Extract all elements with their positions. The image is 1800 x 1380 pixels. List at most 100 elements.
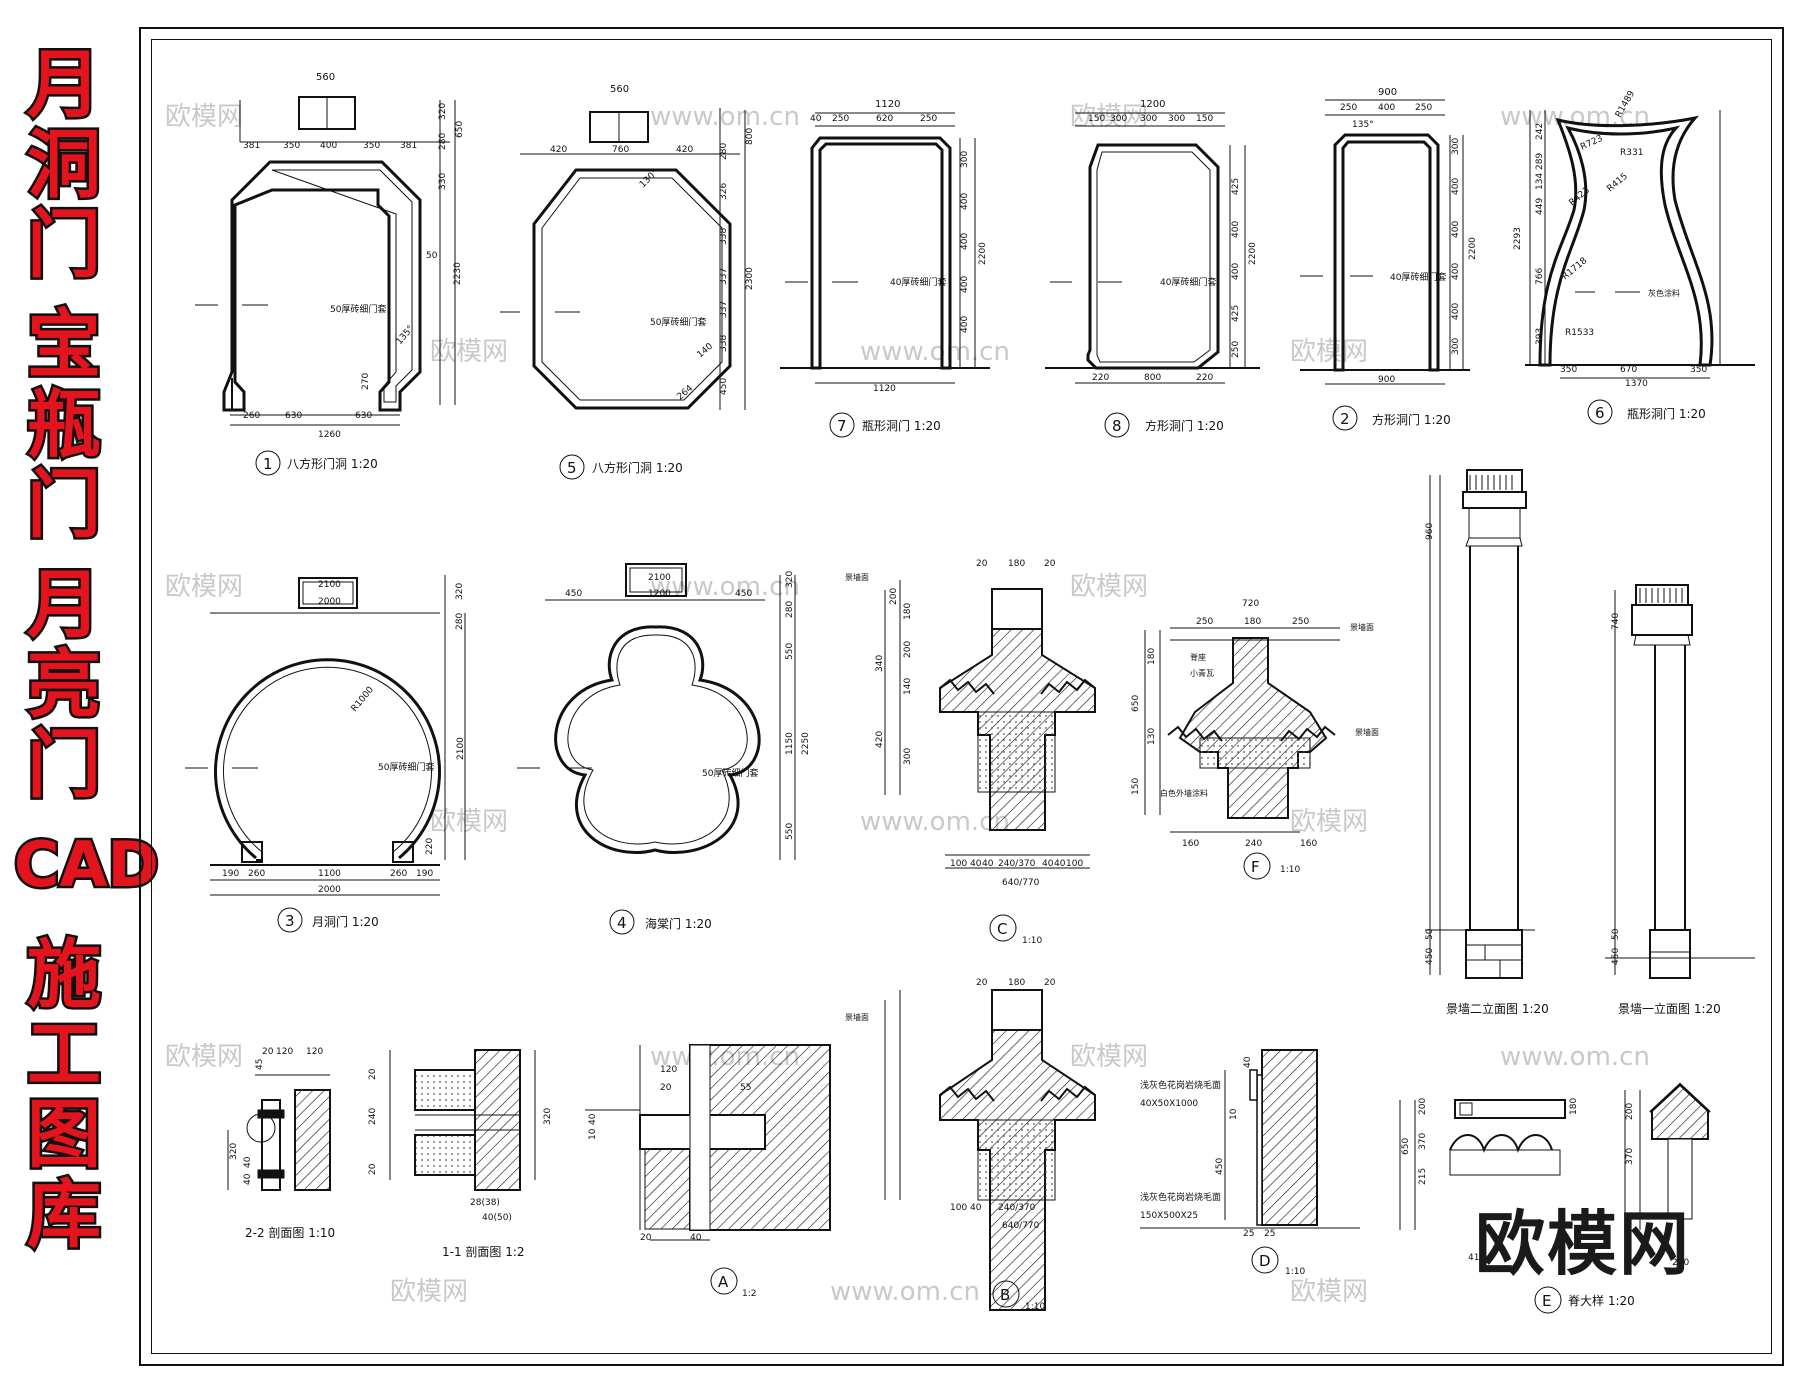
dim-label: 190 — [222, 869, 239, 879]
dim-label: 250 — [1231, 341, 1241, 358]
watermark: 欧模网 — [165, 1042, 243, 1072]
dim-label: 40 — [970, 859, 982, 869]
dim-label: 560 — [316, 72, 335, 83]
dim-label: 340 — [875, 655, 885, 672]
dim-label: 1260 — [318, 430, 341, 440]
dim-label: 381 — [400, 141, 417, 151]
drawing-number-circle — [1251, 1246, 1279, 1274]
section-title: 1-1 剖面图 1:2 — [442, 1245, 525, 1259]
drawing-number: A — [718, 1273, 729, 1291]
trim-note: 40厚砖细门套 — [1160, 276, 1216, 288]
drawing-5-octagon-door — [500, 108, 746, 410]
wall-elevation-2 — [1425, 469, 1535, 979]
dim-label: 140 — [903, 678, 913, 695]
dim-label: 120 — [276, 1047, 293, 1057]
dim-label: 220 — [1196, 373, 1213, 383]
dim-label: 560 — [610, 84, 629, 95]
drawing-2-square-door — [1300, 99, 1470, 385]
trim-note: 50厚砖细门套 — [702, 767, 758, 779]
dim-label: 650 — [1131, 695, 1141, 712]
finish-note: 浅灰色花岗岩烧毛面 — [1140, 1191, 1221, 1203]
drawing-number-circle — [1587, 399, 1613, 425]
dim-label: 240 — [1672, 1258, 1689, 1268]
dim-label: 400 — [960, 193, 970, 210]
wall-face-note: 景墙面 — [845, 1012, 869, 1022]
section-2-2 — [227, 1074, 331, 1191]
dim-label: 300 — [1451, 338, 1461, 355]
dim-label: 180 — [1147, 648, 1157, 665]
drawing-titles: 1 八方形门洞 1:20 5 八方形门洞 1:20 7 瓶形洞门 1:20 8 … — [245, 399, 1721, 1314]
drawing-7-vase-door — [780, 112, 990, 384]
dim-label: 20 — [976, 978, 988, 988]
dim-label: 40 — [810, 114, 822, 124]
detail-c-wall-cap — [884, 580, 1096, 869]
dim-label: 350 — [1560, 365, 1577, 375]
dim-label: 420 — [875, 731, 885, 748]
dim-label: 620 — [876, 114, 893, 124]
watermark: 欧模网 — [1070, 1042, 1148, 1072]
drawing-number: 7 — [837, 417, 847, 435]
drawing-number: 8 — [1112, 417, 1122, 435]
dim-label: 300 — [1140, 114, 1157, 124]
watermark: 欧模网 — [390, 1277, 468, 1307]
watermark: www.om.cn — [830, 1277, 980, 1307]
dim-label: 650 — [455, 121, 465, 138]
dim-label: 320 — [785, 571, 795, 588]
dim-label: 289 — [1535, 153, 1545, 170]
dim-label: 20 — [262, 1047, 274, 1057]
dim-label: 40 — [243, 1156, 253, 1168]
drawing-number: 6 — [1595, 404, 1605, 422]
drawing-number-circle — [1243, 852, 1271, 880]
dim-label: 2300 — [745, 267, 755, 290]
dim-label: 20 — [1044, 559, 1056, 569]
brand-logo: 欧模网 — [1475, 1203, 1691, 1285]
drawing-number: F — [1251, 858, 1260, 876]
dim-label: 300 — [903, 748, 913, 765]
dim-label: 400 — [960, 233, 970, 250]
dim-label: 40 — [588, 1113, 598, 1125]
dim-label: 280 — [785, 601, 795, 618]
dim-label: R415 — [1606, 172, 1630, 195]
dim-label: 50 — [1611, 928, 1621, 940]
title-group: 4 海棠门 1:20 — [609, 909, 712, 935]
drawing-number-circle — [1534, 1286, 1562, 1314]
watermark: 欧模网 — [165, 572, 243, 602]
section-title: 2-2 剖面图 1:10 — [245, 1226, 335, 1240]
dim-label: 220 — [1092, 373, 1109, 383]
dim-label: 320 — [438, 103, 448, 120]
title-group: E 脊大样 1:20 — [1534, 1286, 1635, 1314]
gray-tile-note: 灰色涂料 — [1648, 288, 1680, 298]
dim-label: 120 — [660, 1065, 677, 1075]
dim-label: 450 — [1425, 948, 1435, 965]
dim-label: 100 — [950, 1203, 967, 1213]
white-paint-note: 白色外墙涂料 — [1160, 788, 1208, 798]
dim-label: 420 — [550, 145, 567, 155]
finish-note: 浅灰色花岗岩烧毛面 — [1140, 1079, 1221, 1091]
detail-e-ridge — [1399, 1082, 1711, 1230]
drawing-number: 1 — [263, 455, 273, 473]
drawing-number-circle — [559, 454, 585, 480]
drawing-number-circle — [829, 412, 855, 438]
drawing-number-circle — [992, 1280, 1020, 1308]
drawing-title: 月洞门 1:20 — [312, 914, 379, 929]
watermark: www.om.cn — [650, 572, 800, 602]
dim-label: 425 — [1231, 178, 1241, 195]
dim-label: 630 — [285, 411, 302, 421]
sidebar-title-line-3: 门 — [25, 200, 104, 291]
dim-label: 450 — [735, 589, 752, 599]
title-group: 3 月洞门 1:20 — [277, 907, 379, 933]
dim-label: 370 — [1418, 1133, 1428, 1150]
dim-label: 2293 — [1513, 227, 1523, 250]
dim-label: 40 — [690, 1233, 702, 1243]
dim-label: 400 — [1451, 221, 1461, 238]
drawing-title: 瓶形洞门 1:20 — [862, 418, 941, 433]
dim-label: 1370 — [1625, 379, 1648, 389]
sidebar-title-line-1: 月 — [25, 40, 104, 131]
dim-label: 10 — [588, 1128, 598, 1140]
drawing-sheet-inner-border — [151, 39, 1772, 1354]
dim-label: 180 — [1569, 1098, 1579, 1115]
dim-label: 2200 — [1248, 242, 1258, 265]
dim-label: 250 — [1415, 103, 1432, 113]
drawing-number: D — [1259, 1252, 1271, 1270]
dim-label: R1533 — [1565, 328, 1594, 338]
